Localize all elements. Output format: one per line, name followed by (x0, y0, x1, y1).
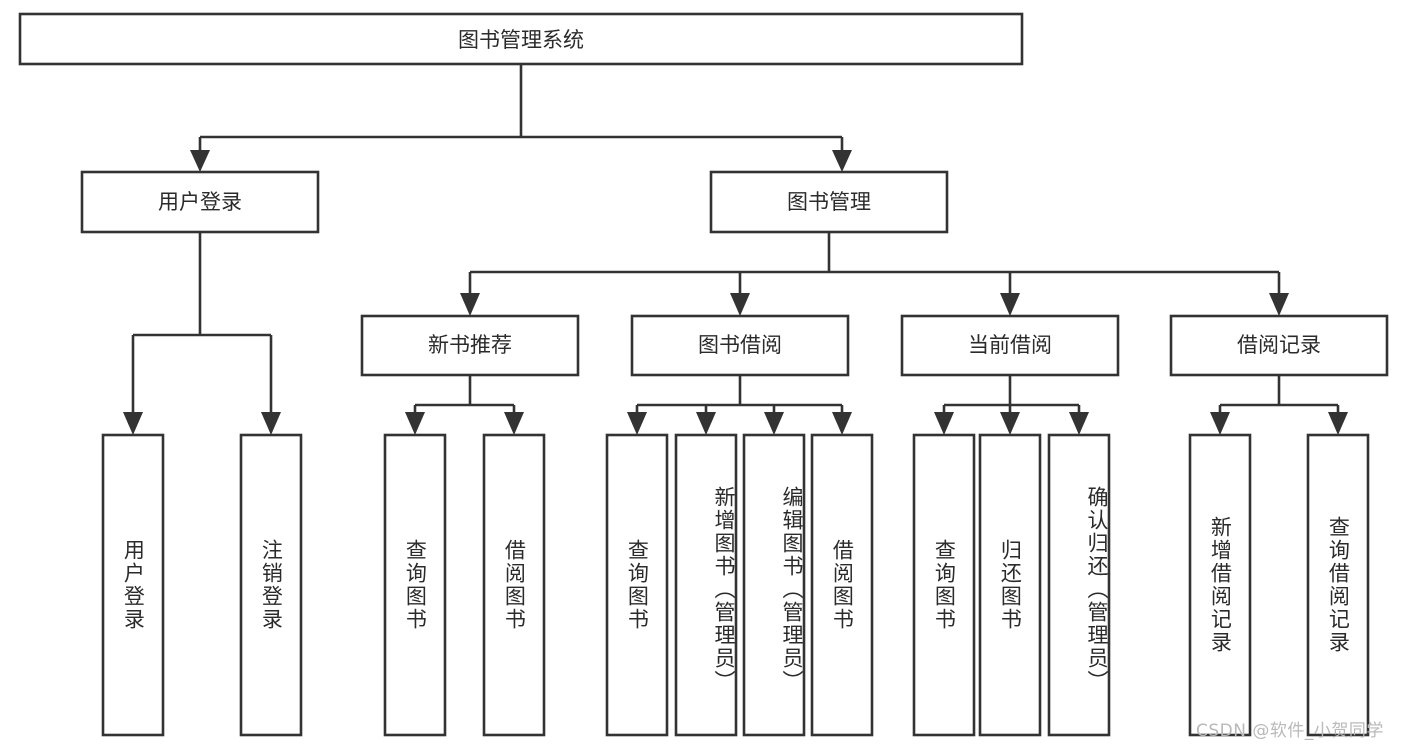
node-leaf-logout[interactable] (239, 433, 303, 737)
node-leaf-query-book-2-label: 查询图书 (625, 539, 650, 631)
connector-bookmgmt-to-level3 (460, 232, 1289, 316)
node-user-login[interactable]: 用户登录 (80, 170, 320, 234)
connector-currentborrow-to-leaves (934, 375, 1089, 435)
csdn-watermark: CSDN @软件_小贺同学 (1196, 721, 1384, 741)
node-book-borrow-label: 图书借阅 (698, 333, 782, 357)
node-leaf-return-book[interactable] (978, 433, 1042, 737)
node-leaf-borrow-book-2-label: 借阅图书 (830, 539, 855, 631)
node-leaf-query-book-1[interactable] (383, 433, 447, 737)
node-leaf-add-book-label: 新增图书（管理员） (712, 485, 736, 693)
node-leaf-edit-book-label: 编辑图书（管理员） (780, 485, 804, 693)
node-leaf-add-record-label: 新增借阅记录 (1208, 516, 1233, 654)
node-book-borrow[interactable]: 图书借阅 (630, 314, 850, 377)
node-book-management[interactable]: 图书管理 (709, 170, 949, 234)
connector-newbook-to-leaves (405, 375, 524, 435)
node-leaf-confirm-return-label: 确认归还（管理员） (1085, 485, 1109, 693)
node-new-book-recommend-label: 新书推荐 (428, 333, 512, 357)
node-leaf-query-book-3-label: 查询图书 (932, 539, 957, 631)
node-user-login-label: 用户登录 (158, 190, 242, 214)
connector-bookborrow-to-leaves (627, 375, 852, 435)
node-leaf-confirm-return[interactable] (1047, 433, 1111, 737)
node-leaf-query-record-label: 查询借阅记录 (1326, 516, 1351, 654)
node-leaf-user-login-label: 用户登录 (121, 539, 146, 631)
node-leaf-query-book-1-label: 查询图书 (403, 539, 428, 631)
node-current-borrow[interactable]: 当前借阅 (900, 314, 1120, 377)
node-leaf-edit-book[interactable] (742, 433, 806, 737)
node-root-system[interactable]: 图书管理系统 (18, 12, 1024, 66)
node-leaf-add-record[interactable] (1188, 433, 1252, 737)
node-leaf-borrow-book-1[interactable] (482, 433, 546, 737)
node-leaf-borrow-book-2[interactable] (810, 433, 874, 737)
connector-borrowrecord-to-leaves (1210, 375, 1348, 435)
node-leaf-query-book-3[interactable] (912, 433, 976, 737)
node-new-book-recommend[interactable]: 新书推荐 (360, 314, 580, 377)
leaf-box-group (101, 433, 1370, 737)
node-leaf-add-book[interactable] (674, 433, 738, 737)
node-leaf-query-book-2[interactable] (605, 433, 669, 737)
connector-userlogin-to-leaves (123, 232, 281, 435)
node-book-management-label: 图书管理 (787, 190, 871, 214)
node-root-label: 图书管理系统 (458, 28, 584, 52)
node-current-borrow-label: 当前借阅 (968, 333, 1052, 357)
node-borrow-record-label: 借阅记录 (1237, 333, 1321, 357)
node-borrow-record[interactable]: 借阅记录 (1169, 314, 1389, 377)
node-leaf-logout-label: 注销登录 (259, 539, 284, 631)
node-leaf-borrow-book-1-label: 借阅图书 (502, 539, 527, 631)
node-leaf-query-record[interactable] (1306, 433, 1370, 737)
node-leaf-user-login[interactable] (101, 433, 165, 737)
node-leaf-return-book-label: 归还图书 (998, 539, 1023, 631)
connector-root-to-level2 (190, 64, 852, 172)
